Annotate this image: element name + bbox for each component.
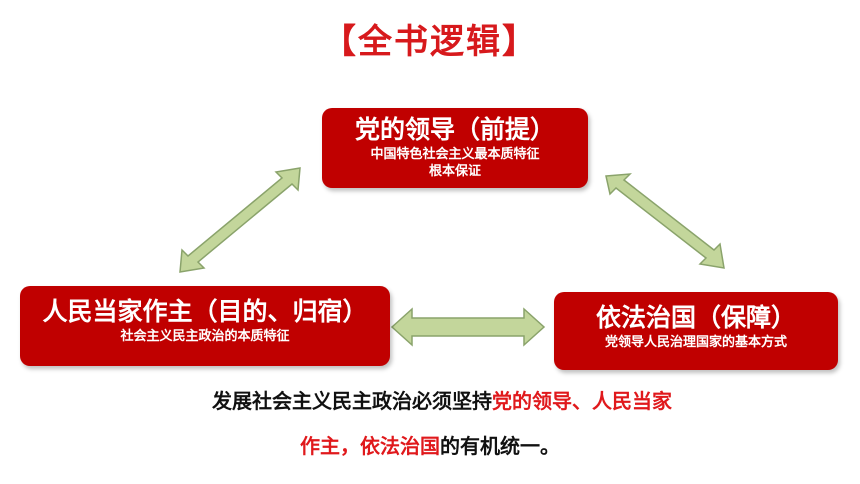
conclusion-line-1: 发展社会主义民主政治必须坚持党的领导、人民当家	[12, 385, 860, 414]
node-left-title: 人民当家作主（目的、归宿）	[42, 297, 368, 326]
conclusion-line1-black: 发展社会主义民主政治必须坚持	[212, 389, 492, 413]
node-right-title: 依法治国（保障）	[595, 303, 796, 332]
conclusion-line2-black: 的有机统一。	[440, 434, 560, 458]
node-party-leadership: 党的领导（前提） 中国特色社会主义最本质特征 根本保证	[322, 108, 588, 188]
conclusion-line-2: 作主，依法治国的有机统一。	[0, 430, 860, 459]
node-right-desc: 党领导人民治理国家的基本方式	[604, 335, 787, 350]
double-arrow-top-left	[179, 167, 301, 273]
conclusion-line1-red: 党的领导、人民当家	[492, 389, 672, 413]
node-top-desc-2: 根本保证	[428, 164, 481, 179]
double-arrow-horizontal	[390, 307, 546, 347]
diagram-title: 【全书逻辑】	[322, 22, 538, 62]
node-top-title: 党的领导（前提）	[354, 115, 555, 144]
double-arrow-top-right	[605, 173, 725, 269]
node-rule-of-law: 依法治国（保障） 党领导人民治理国家的基本方式	[554, 292, 838, 370]
node-people-masters: 人民当家作主（目的、归宿） 社会主义民主政治的本质特征	[20, 286, 390, 366]
conclusion-line2-red: 作主，依法治国	[300, 434, 440, 458]
node-top-desc-1: 中国特色社会主义最本质特征	[370, 147, 540, 162]
node-left-desc: 社会主义民主政治的本质特征	[120, 329, 290, 344]
